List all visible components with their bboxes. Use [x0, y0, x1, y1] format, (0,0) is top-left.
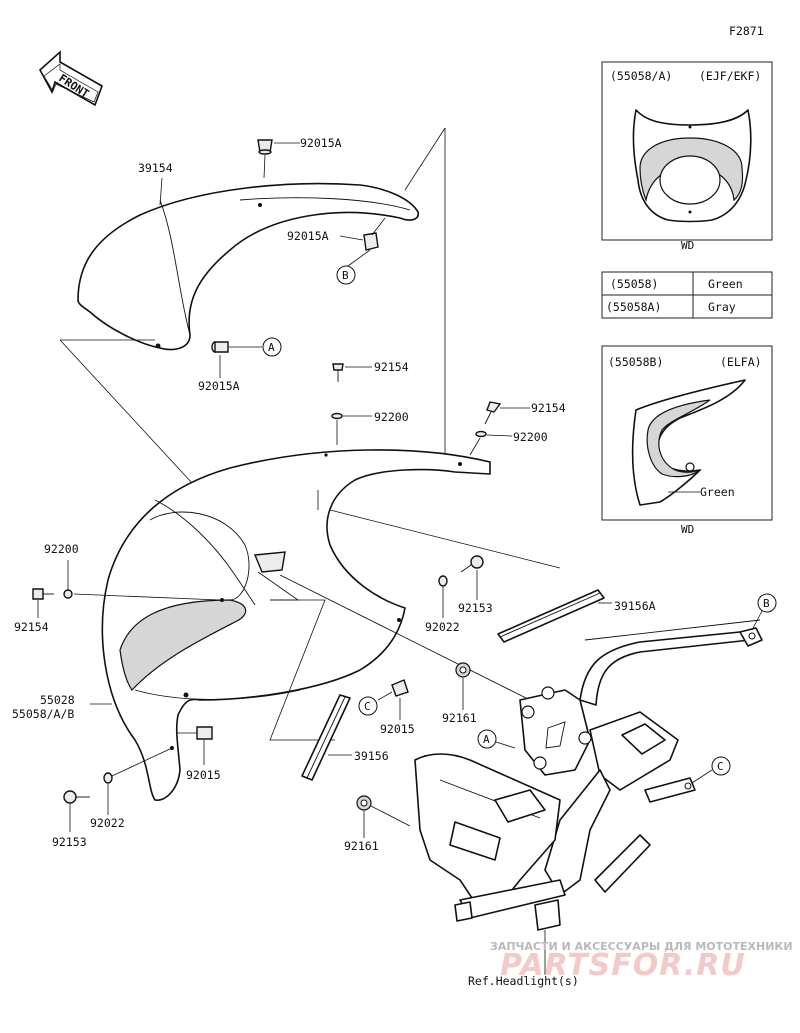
screw-92153-b [63, 790, 90, 832]
inset-top-title-left: (55058/A) [610, 69, 672, 83]
label-39156: 39156 [354, 749, 389, 763]
callout-c-mid: C [358, 696, 378, 716]
callout-b-right: B [751, 593, 777, 631]
inset-top: (55058/A) (EJF/EKF) WD [601, 61, 773, 252]
inset-bottom-label: Green [700, 485, 735, 499]
label-92015A-mid: 92015A [287, 229, 329, 243]
cowl-stay-bracket [414, 619, 763, 931]
color-table-color-1: Gray [708, 300, 736, 314]
windshield-part [77, 182, 420, 351]
grommet-92015-b [377, 679, 409, 720]
label-39156A: 39156A [614, 599, 656, 613]
svg-text:B: B [763, 597, 770, 610]
trim-39156-part [301, 694, 351, 781]
trim-39156A-part [497, 589, 605, 643]
label-55028: 55028 [40, 693, 75, 707]
label-39154: 39154 [138, 161, 173, 175]
label-92015A-low: 92015A [198, 379, 240, 393]
label-92153-a: 92153 [458, 601, 493, 615]
label-92200-a: 92200 [374, 410, 409, 424]
label-92022-a: 92022 [425, 620, 460, 634]
label-92154-a: 92154 [374, 360, 409, 374]
grommet-92015-a [176, 726, 213, 765]
label-92015-a: 92015 [186, 768, 221, 782]
label-92015A-top: 92015A [300, 136, 342, 150]
callout-a-lower: A [477, 729, 516, 749]
label-92161-b: 92161 [344, 839, 379, 853]
label-55058AB: 55058/A/B [12, 707, 74, 721]
inset-bottom-title-left: (55058B) [608, 355, 663, 369]
inset-top-title-right: (EJF/EKF) [699, 69, 761, 83]
bolt-92154-a [332, 363, 372, 382]
label-92153-b: 92153 [52, 835, 87, 849]
callout-c-right: C [691, 756, 731, 784]
svg-text:C: C [364, 700, 371, 713]
label-92161-a: 92161 [442, 711, 477, 725]
callout-b-top: B [336, 265, 356, 285]
callout-a-top: A [262, 337, 282, 357]
label-92154-c: 92154 [14, 620, 49, 634]
watermark-line1: ЗАПЧАСТИ И АКСЕССУАРЫ ДЛЯ МОТОТЕХНИКИ [490, 940, 793, 953]
washer-92200-c [63, 589, 73, 599]
bolt-92154-c [32, 588, 54, 618]
grommet-92015A-low [211, 341, 262, 353]
svg-text:C: C [717, 760, 724, 773]
washer-92022-a [438, 575, 448, 618]
inset-bottom-title-right: (ELFA) [720, 355, 762, 369]
grommet-92015A-mid [339, 217, 386, 267]
color-table-color-0: Green [708, 277, 743, 291]
front-direction-arrow: FRONT [38, 50, 103, 107]
washer-92022-b [103, 747, 173, 815]
inset-bottom-caption: WD [681, 523, 694, 536]
washer-92200-a [331, 412, 372, 445]
grommet-92161-a [455, 662, 471, 710]
label-92015-b: 92015 [380, 722, 415, 736]
grommet-92015A-top [257, 139, 300, 179]
grommet-92161-b [356, 795, 411, 838]
bolt-92154-b [484, 401, 530, 425]
washer-92200-b [469, 430, 513, 456]
inset-bottom: (55058B) (ELFA) Green WD [601, 345, 773, 536]
upper-cowl-part [101, 449, 491, 801]
svg-text:B: B [342, 269, 349, 282]
ref-note: Ref.Headlight(s) [468, 974, 579, 988]
inset-top-caption: WD [681, 239, 694, 252]
screw-92153-a [460, 555, 484, 600]
watermark-line2: PARTSFOR.RU [500, 948, 746, 983]
color-table: (55058) Green (55058A) Gray [601, 271, 773, 319]
svg-text:A: A [268, 341, 275, 354]
label-92022-b: 92022 [90, 816, 125, 830]
color-table-code-1: (55058A) [606, 300, 661, 314]
label-92154-b: 92154 [531, 401, 566, 415]
label-92200-c: 92200 [44, 542, 79, 556]
svg-text:A: A [483, 733, 490, 746]
label-92200-b: 92200 [513, 430, 548, 444]
figure-code: F2871 [729, 24, 764, 38]
color-table-code-0: (55058) [610, 277, 658, 291]
